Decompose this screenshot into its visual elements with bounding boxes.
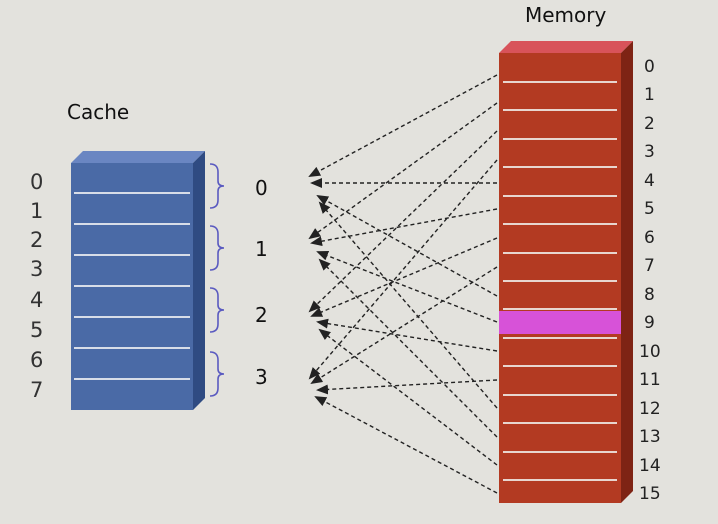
memory-block-number: 3	[644, 142, 655, 162]
cache-line-number: 0	[30, 170, 44, 194]
mapping-arrow	[318, 258, 498, 438]
cache-line-number: 2	[30, 228, 44, 252]
cache-line-number: 4	[30, 288, 44, 312]
mapping-arrow	[318, 201, 498, 409]
highlighted-memory-block	[499, 311, 621, 334]
memory-block	[499, 41, 633, 503]
memory-block-number: 5	[644, 199, 655, 219]
cache-side-face	[193, 151, 205, 410]
mapping-arrow	[310, 208, 498, 247]
mapping-arrow	[316, 379, 498, 395]
cache-line-number: 5	[30, 318, 44, 342]
set-label: 3	[255, 365, 268, 389]
cache-line-number: 1	[30, 199, 44, 223]
cache-title: Cache	[67, 100, 130, 124]
memory-block-number: 15	[639, 484, 661, 504]
memory-title: Memory	[525, 3, 607, 27]
memory-block-number: 14	[639, 456, 661, 476]
memory-block-number: 0	[644, 57, 655, 77]
mapping-arrows	[308, 74, 498, 494]
mapping-arrow	[308, 74, 498, 177]
mapping-arrow	[318, 328, 498, 466]
mapping-arrow	[310, 266, 498, 385]
mapping-arrow	[310, 237, 498, 317]
memory-block-number: 7	[644, 256, 655, 276]
memory-block-number: 9	[644, 313, 655, 333]
set-brace	[209, 225, 225, 271]
set-label: 2	[255, 303, 268, 327]
cache-line-number: 3	[30, 257, 44, 281]
set-label: 1	[255, 237, 268, 261]
cache-line-number: 6	[30, 348, 44, 372]
set-brace	[209, 351, 225, 397]
memory-block-number: 13	[639, 427, 661, 447]
memory-block-number: 12	[639, 399, 661, 419]
cache-line-number: 7	[30, 378, 44, 402]
memory-block-number: 6	[644, 228, 655, 248]
memory-block-number: 2	[644, 114, 655, 134]
memory-block-number: 4	[644, 171, 655, 191]
set-braces	[209, 163, 225, 397]
cache-top-face	[71, 151, 205, 163]
memory-top-face	[499, 41, 633, 53]
mapping-arrow	[316, 195, 498, 297]
memory-front-face	[499, 53, 621, 503]
memory-block-number: 11	[639, 370, 661, 390]
set-label: 0	[255, 176, 268, 200]
mapping-arrow	[308, 159, 498, 380]
mapping-arrow	[316, 318, 498, 352]
mapping-arrow	[316, 250, 498, 323]
set-brace	[209, 287, 225, 333]
memory-block-number: 1	[644, 85, 655, 105]
mapping-arrow	[308, 130, 498, 313]
set-brace	[209, 163, 225, 209]
mapping-arrow	[314, 396, 498, 494]
mapping-arrow	[308, 102, 498, 240]
memory-block-number: 10	[639, 342, 661, 362]
memory-side-face	[621, 41, 633, 503]
memory-block-number: 8	[644, 285, 655, 305]
cache-block	[71, 151, 205, 410]
